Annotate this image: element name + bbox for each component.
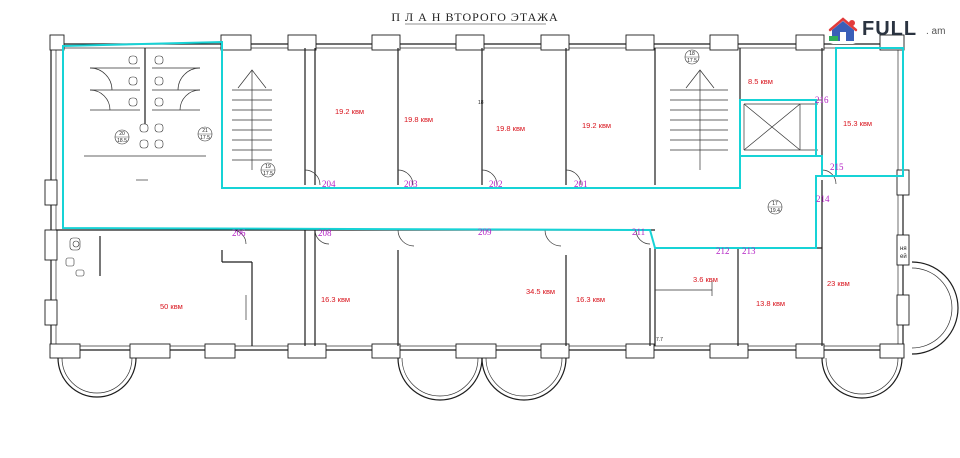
room-area-label: 16.3 квм bbox=[321, 295, 350, 304]
partial-label: ня bbox=[900, 246, 907, 252]
room-marker-19: 19 17.5 bbox=[260, 162, 276, 178]
room-area-label: 8.5 квм bbox=[748, 77, 773, 86]
room-area-label: 19.8 квм bbox=[404, 115, 433, 124]
house-icon bbox=[828, 16, 858, 44]
partial-label: ей bbox=[900, 253, 907, 260]
svg-text:17.5: 17.5 bbox=[200, 135, 210, 141]
room-area-label: 13.8 квм bbox=[756, 299, 785, 308]
room-area-label: 16.3 квм bbox=[576, 295, 605, 304]
room-area-label: 19.2 квм bbox=[582, 121, 611, 130]
room-number: 214 bbox=[816, 194, 830, 204]
room-number: 208 bbox=[318, 228, 332, 238]
svg-text:17.5: 17.5 bbox=[263, 171, 273, 177]
room-number: 206 bbox=[232, 228, 246, 238]
room-area-label: 19.8 квм bbox=[496, 124, 525, 133]
room-number: 216 bbox=[815, 95, 829, 105]
small-mark: 7.7 bbox=[656, 337, 663, 343]
room-area-label: 15.3 квм bbox=[843, 119, 872, 128]
stairs-right bbox=[670, 69, 728, 170]
svg-text:18.5: 18.5 bbox=[117, 138, 127, 144]
room-number: 215 bbox=[830, 162, 844, 172]
room-marker-18: 18 17.5 bbox=[684, 49, 700, 65]
svg-text:20: 20 bbox=[119, 131, 125, 137]
svg-text:19.4: 19.4 bbox=[770, 208, 780, 214]
bottom-window-piers bbox=[49, 343, 905, 359]
bays bbox=[57, 261, 959, 401]
room-marker-17: 17 19.4 bbox=[767, 199, 783, 215]
svg-text:18: 18 bbox=[689, 51, 695, 57]
toilet-block bbox=[65, 48, 206, 277]
room-number: 211 bbox=[632, 227, 645, 237]
svg-text:17: 17 bbox=[772, 201, 778, 207]
room-area-label: 23 квм bbox=[827, 279, 850, 288]
room-area-label: 3.6 квм bbox=[693, 275, 718, 284]
room-marker-20: 20 18.5 bbox=[114, 129, 130, 145]
svg-text:21: 21 bbox=[202, 128, 208, 134]
logo-domain: . am bbox=[926, 26, 946, 37]
room-number: 203 bbox=[404, 179, 418, 189]
svg-text:19: 19 bbox=[265, 164, 271, 170]
room-number: 201 bbox=[574, 179, 588, 189]
plan-title: П Л А Н ВТОРОГО ЭТАЖА bbox=[391, 10, 558, 24]
interior-walls bbox=[56, 48, 823, 346]
site-logo[interactable]: FULL . am bbox=[826, 12, 954, 48]
highlight-outline bbox=[62, 40, 904, 249]
room-number: 213 bbox=[742, 246, 756, 256]
logo-text: FULL bbox=[862, 18, 918, 40]
room-marker-21: 21 17.5 bbox=[197, 126, 213, 142]
svg-text:17.5: 17.5 bbox=[687, 58, 697, 64]
room-number: 212 bbox=[716, 246, 730, 256]
room-area-label: 34.5 квм bbox=[526, 287, 555, 296]
door-arcs bbox=[231, 169, 837, 247]
room-number: 204 bbox=[322, 179, 336, 189]
top-window-piers bbox=[49, 34, 905, 51]
room-number: 202 bbox=[489, 179, 503, 189]
room-area-label: 50 квм bbox=[160, 302, 183, 311]
small-mark: 18 bbox=[478, 100, 484, 106]
stairs-left bbox=[232, 69, 272, 170]
room-area-label: 19.2 квм bbox=[335, 107, 364, 116]
room-number: 209 bbox=[478, 227, 492, 237]
